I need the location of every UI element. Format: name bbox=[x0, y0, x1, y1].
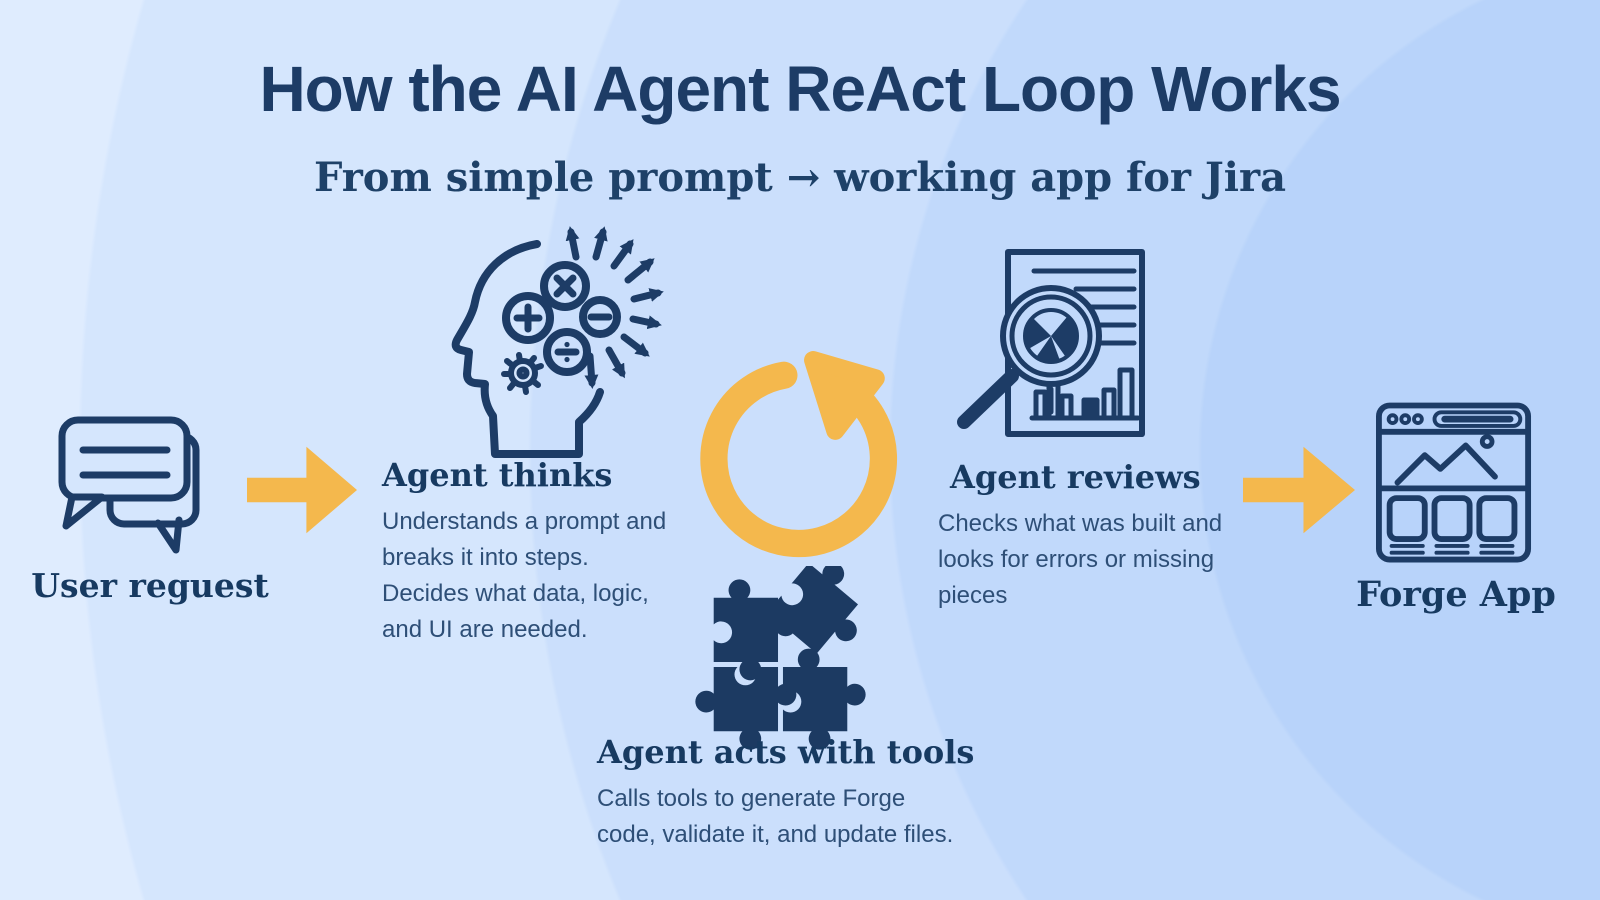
pie-chart bbox=[1024, 316, 1077, 362]
agent-thinks-description: Understands a prompt and breaks it into … bbox=[382, 508, 667, 643]
right-arrow-icon bbox=[247, 446, 357, 534]
page-title: How the AI Agent ReAct Loop Works bbox=[259, 53, 1341, 125]
agent-acts-heading: Agent acts with tools bbox=[597, 733, 975, 771]
step-agent-thinks: Agent thinks Understands a prompt and br… bbox=[382, 456, 712, 648]
gear-icon bbox=[501, 352, 544, 395]
agent-reviews-heading: Agent reviews bbox=[950, 458, 1201, 496]
content-cards bbox=[1386, 495, 1518, 542]
forge-app-label: Forge App bbox=[1356, 574, 1556, 615]
math-operators bbox=[513, 274, 613, 356]
puzzle-piece-tilted bbox=[767, 566, 859, 654]
thinking-head-icon bbox=[451, 226, 664, 458]
puzzle-piece-bottom-left bbox=[695, 666, 797, 750]
head-profile bbox=[451, 240, 604, 458]
subtitle: From simple prompt → working app for Jir… bbox=[314, 154, 1286, 201]
agent-acts-description: Calls tools to generate Forge code, vali… bbox=[597, 785, 954, 848]
url-bar bbox=[1432, 410, 1523, 428]
browser-dots bbox=[1386, 413, 1424, 425]
puzzle-pieces-icon bbox=[695, 566, 866, 750]
magnifier-report-icon bbox=[957, 249, 1145, 437]
magnifier-handle bbox=[957, 369, 1019, 429]
step-agent-acts: Agent acts with tools Calls tools to gen… bbox=[597, 733, 1027, 853]
step-agent-reviews: Agent reviews Checks what was built and … bbox=[938, 458, 1278, 614]
agent-reviews-description: Checks what was built and looks for erro… bbox=[938, 510, 1223, 609]
chat-bubbles-icon bbox=[58, 416, 200, 554]
user-request-label: User reguest bbox=[31, 566, 269, 605]
puzzle-piece-top-left bbox=[713, 579, 797, 681]
card-text-lines bbox=[1389, 543, 1515, 555]
image-sun bbox=[1479, 434, 1495, 449]
loop-arrow-icon bbox=[700, 351, 898, 558]
puzzle-piece-bottom-right bbox=[782, 648, 866, 750]
browser-window-icon bbox=[1376, 402, 1532, 563]
agent-thinks-heading: Agent thinks bbox=[382, 456, 613, 494]
radiating-arrows bbox=[565, 226, 664, 389]
image-mountains bbox=[1394, 442, 1498, 486]
